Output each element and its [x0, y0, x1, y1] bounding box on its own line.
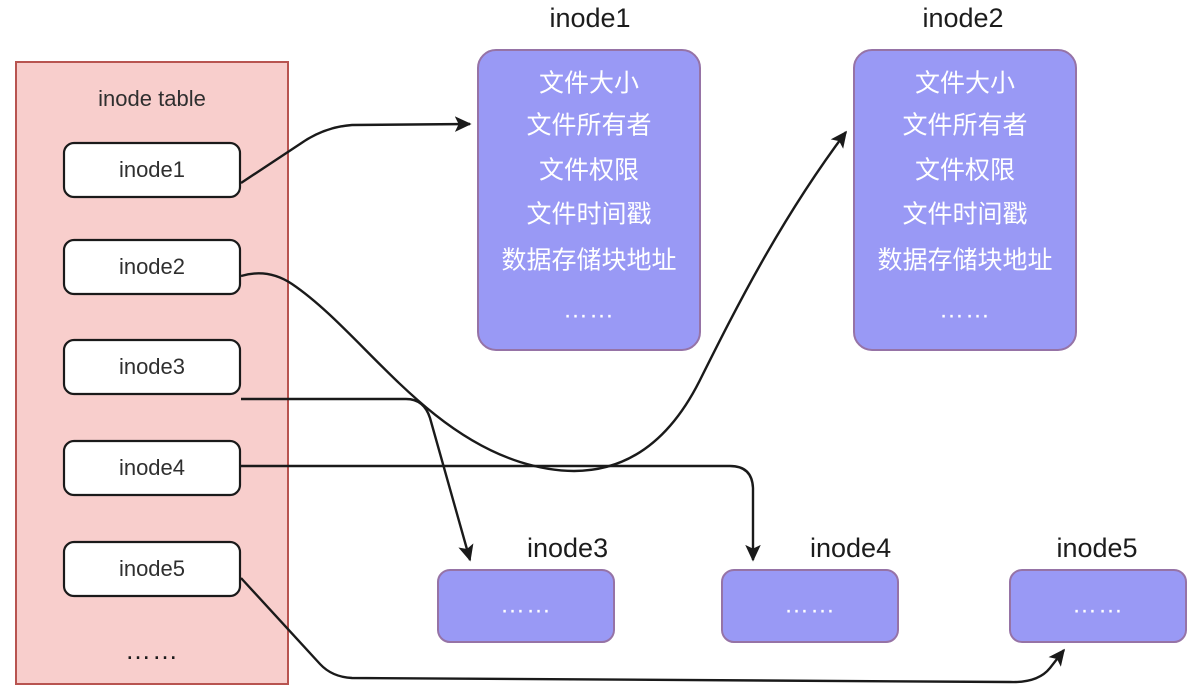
node-title: inode2 [922, 3, 1003, 33]
inode-table-slot-4[interactable]: inode4 [62, 439, 242, 497]
node-ellipsis: …… [1072, 591, 1124, 619]
node-attr-timestamp: 文件时间戳 [902, 201, 1027, 229]
node-inode4[interactable]: inode4 …… [721, 533, 899, 643]
node-box[interactable] [721, 569, 899, 643]
node-ellipsis: …… [939, 296, 991, 324]
slot-box[interactable] [62, 540, 242, 598]
node-attr-block-address: 数据存储块地址 [877, 247, 1052, 275]
inode-table-slot-5[interactable]: inode5 [62, 540, 242, 598]
inode-table-ellipsis: …… [125, 635, 179, 665]
node-attr-block-address: 数据存储块地址 [501, 247, 676, 275]
edge-slot5-to-inode5 [240, 577, 1065, 684]
node-ellipsis: …… [784, 591, 836, 619]
node-ellipsis: …… [563, 296, 615, 324]
edge-slot1-to-inode1 [240, 116, 472, 185]
node-title: inode4 [810, 533, 891, 563]
node-attr-permission: 文件权限 [539, 157, 639, 185]
edge-slot2-to-inode2 [240, 130, 847, 473]
edge-layer [240, 116, 1065, 684]
node-attr-size: 文件大小 [915, 70, 1015, 98]
inode-table-slot-2[interactable]: inode2 [62, 238, 242, 296]
node-attr-owner: 文件所有者 [526, 112, 651, 140]
node-attr-permission: 文件权限 [915, 157, 1015, 185]
node-title: inode3 [527, 533, 608, 563]
node-box[interactable] [437, 569, 615, 643]
edge-slot4-to-inode4 [241, 464, 761, 562]
node-inode1[interactable]: inode1 文件大小 文件所有者 文件权限 文件时间戳 数据存储块地址 …… [477, 3, 701, 351]
slot-label: inode5 [119, 556, 185, 581]
edge-slot3-to-inode3 [241, 397, 474, 562]
node-inode5[interactable]: inode5 …… [1009, 533, 1187, 643]
inode-table-slot-1[interactable]: inode1 [62, 141, 242, 199]
node-title: inode1 [549, 3, 630, 33]
slot-label: inode4 [119, 455, 185, 480]
node-box[interactable] [1009, 569, 1187, 643]
node-attr-timestamp: 文件时间戳 [526, 201, 651, 229]
slot-box[interactable] [62, 338, 242, 396]
inode-table-title: inode table [98, 86, 206, 111]
node-box[interactable] [853, 49, 1077, 351]
node-inode2[interactable]: inode2 文件大小 文件所有者 文件权限 文件时间戳 数据存储块地址 …… [853, 3, 1077, 351]
slot-box[interactable] [62, 141, 242, 199]
slot-box[interactable] [62, 439, 242, 497]
slot-label: inode3 [119, 354, 185, 379]
inode-table: inode table inode1 inode2 inode3 inode4 … [15, 61, 289, 685]
node-inode3[interactable]: inode3 …… [437, 533, 615, 643]
node-box[interactable] [477, 49, 701, 351]
slot-label: inode1 [119, 157, 185, 182]
slot-label: inode2 [119, 254, 185, 279]
node-attr-owner: 文件所有者 [902, 112, 1027, 140]
node-title: inode5 [1056, 533, 1137, 563]
node-ellipsis: …… [500, 591, 552, 619]
slot-box[interactable] [62, 238, 242, 296]
inode-table-slot-3[interactable]: inode3 [62, 338, 242, 396]
node-attr-size: 文件大小 [539, 70, 639, 98]
